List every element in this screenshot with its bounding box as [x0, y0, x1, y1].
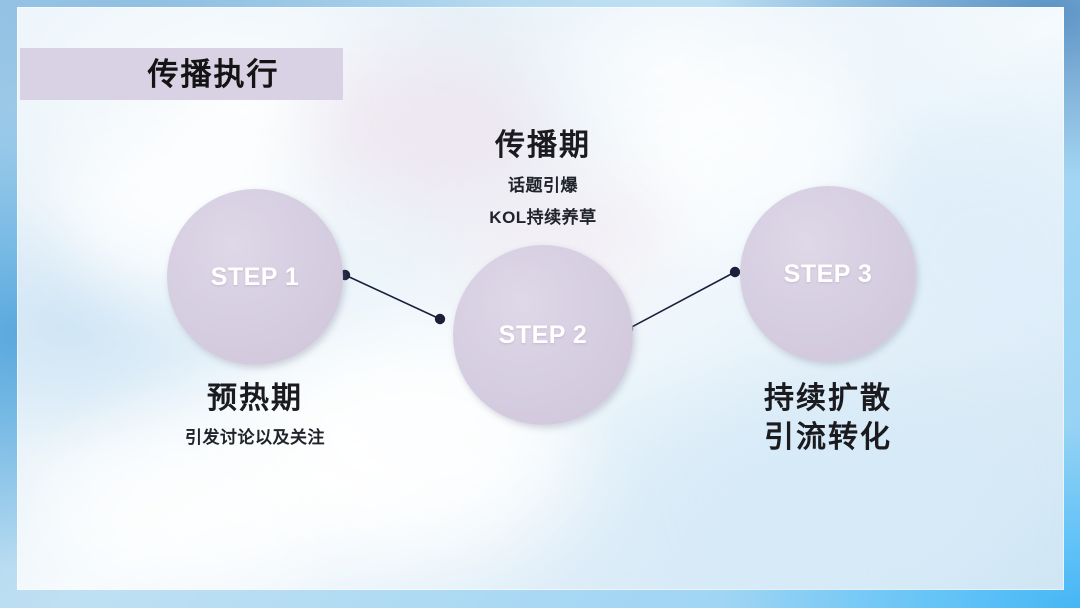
step-1-text-block: 预热期 引发讨论以及关注 — [135, 381, 375, 449]
step-circle-2-label: STEP 2 — [498, 320, 588, 349]
step-1-subtitle: 引发讨论以及关注 — [185, 427, 325, 447]
slide-title-banner: 传播执行 — [20, 48, 343, 100]
step-1-heading: 预热期 — [207, 382, 303, 415]
step-circle-1[interactable]: STEP 1 — [167, 189, 343, 365]
step-2-subtitle-line-2: KOL持续养草 — [489, 208, 597, 228]
step-circle-2[interactable]: STEP 2 — [453, 245, 633, 425]
step-circle-3[interactable]: STEP 3 — [740, 186, 916, 362]
step-circle-1-label: STEP 1 — [210, 262, 300, 291]
step-2-subtitle-line-1: 话题引爆 — [508, 175, 578, 195]
step-3-heading-line-2: 引流转化 — [764, 420, 892, 454]
page-title: 传播执行 — [147, 56, 280, 92]
step-2-heading: 传播期 — [495, 129, 591, 162]
step-3-heading-line-1: 持续扩散 — [764, 382, 892, 415]
step-circle-3-label: STEP 3 — [783, 259, 873, 288]
step-3-text-block: 持续扩散 引流转化 — [708, 381, 948, 456]
step-2-text-block: 传播期 话题引爆 KOL持续养草 — [423, 128, 663, 230]
background-blob — [37, 437, 317, 590]
